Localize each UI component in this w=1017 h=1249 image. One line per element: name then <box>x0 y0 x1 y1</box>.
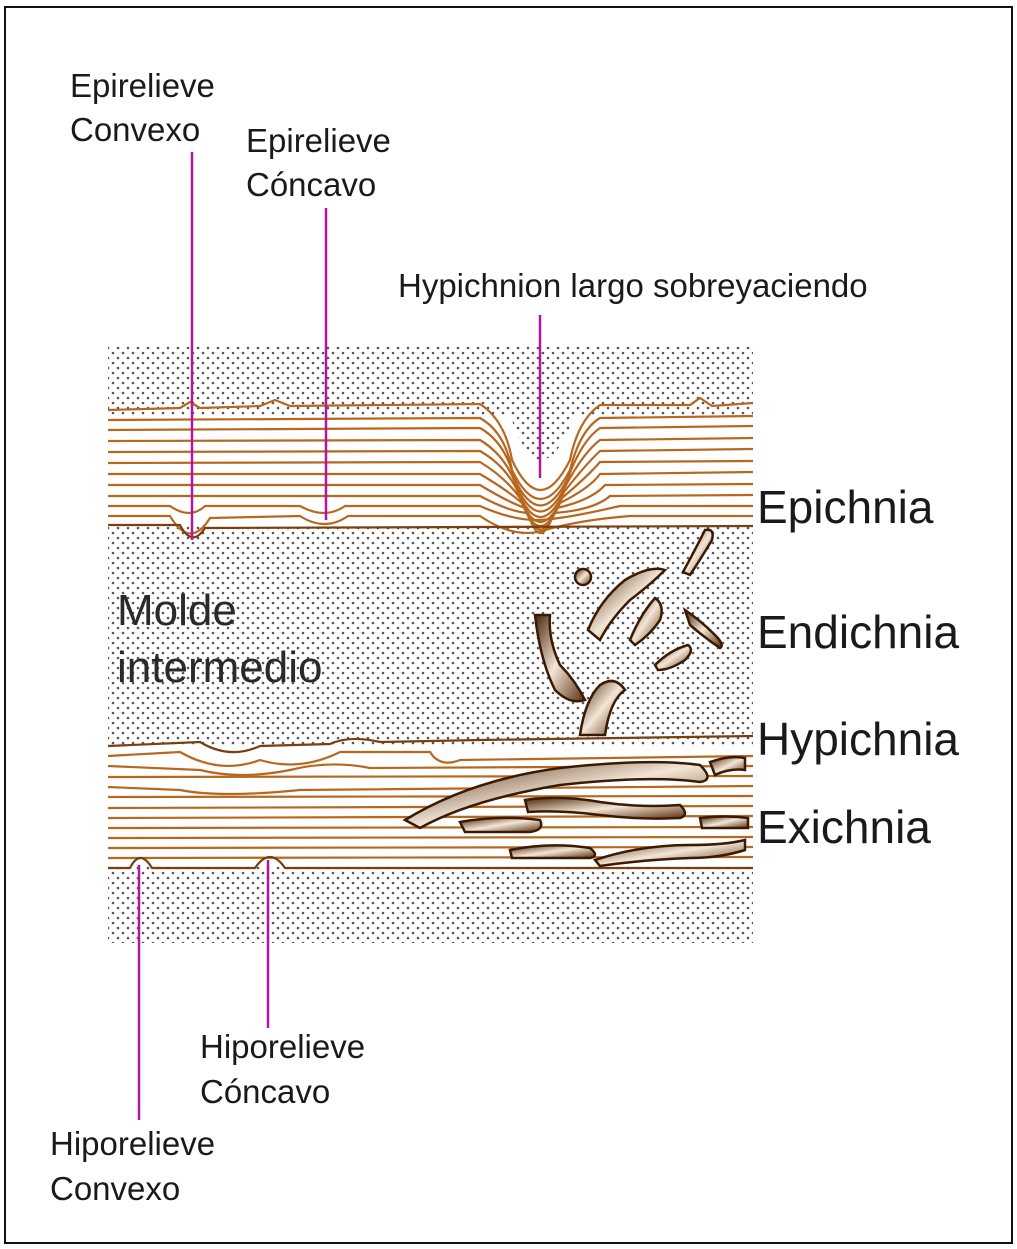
label-molde-line1: Molde <box>117 586 237 635</box>
label-hipo-convexo-line1: Hiporelieve <box>50 1125 215 1162</box>
upper-bed <box>108 398 753 537</box>
label-epi-convexo-line1: Epirelieve <box>70 67 215 104</box>
label-endichnia: Endichnia <box>757 606 959 658</box>
label-epi-concavo-line2: Cóncavo <box>246 166 376 203</box>
label-hypichnia: Hypichnia <box>757 713 959 765</box>
label-hypichnion: Hypichnion largo sobreyaciendo <box>398 267 868 304</box>
label-epi-concavo-line1: Epirelieve <box>246 122 391 159</box>
label-exichnia: Exichnia <box>757 801 931 853</box>
sediment-groove <box>510 415 575 460</box>
label-epichnia: Epichnia <box>757 481 934 533</box>
label-molde-line2: intermedio <box>117 643 322 692</box>
sediment-bottom <box>108 865 753 943</box>
label-hipo-convexo-line2: Convexo <box>50 1170 180 1207</box>
label-hipo-concavo-line2: Cóncavo <box>200 1073 330 1110</box>
label-hipo-concavo-line1: Hiporelieve <box>200 1028 365 1065</box>
sediment-middle <box>108 525 753 745</box>
label-epi-convexo-line2: Convexo <box>70 111 200 148</box>
